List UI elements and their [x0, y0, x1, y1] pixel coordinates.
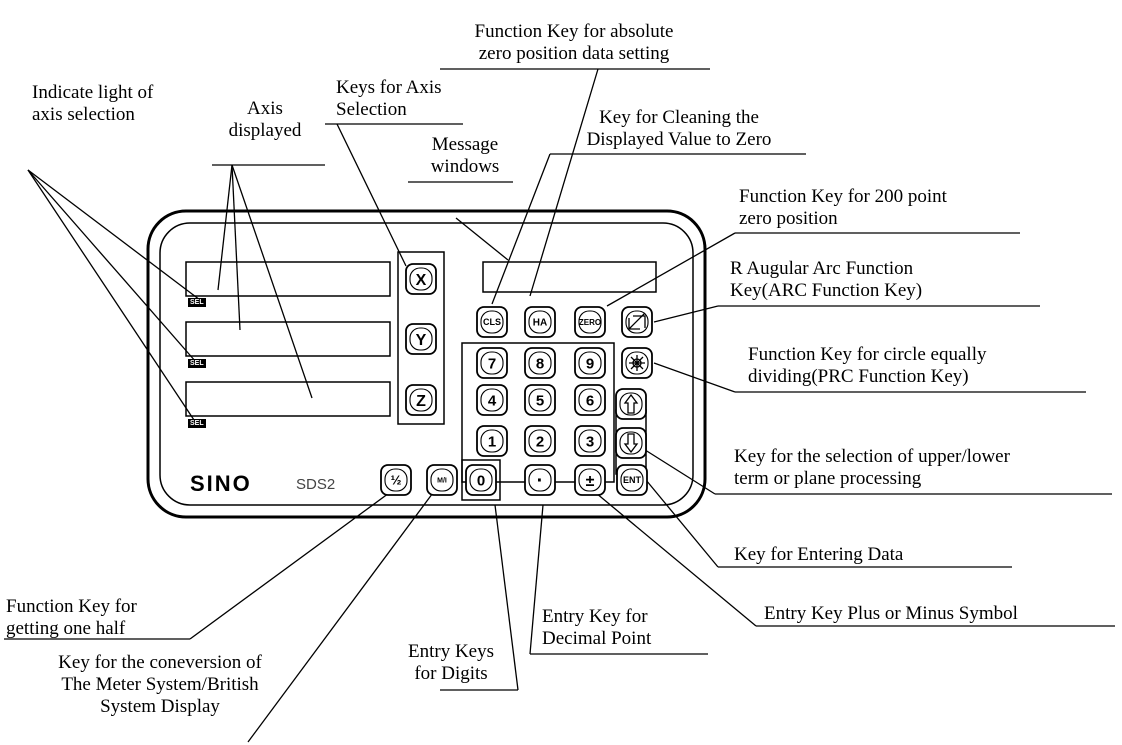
digit-key-5-button[interactable]: 5 — [524, 384, 556, 416]
ha-key-button[interactable]: HA — [524, 306, 556, 338]
sel-indicator-x: SEL — [188, 298, 206, 307]
axis-key-y-button[interactable]: Y — [405, 323, 437, 355]
digit-key-4-button[interactable]: 4 — [476, 384, 508, 416]
digit-key-9-label: 9 — [586, 355, 594, 372]
half-key-button[interactable]: ½ — [380, 464, 412, 496]
axis-display-y — [185, 321, 391, 357]
arrow-up-key-icon — [623, 393, 639, 414]
decimal-key-label: · — [537, 470, 544, 492]
digit-key-0-label: 0 — [477, 472, 485, 489]
message-window — [482, 261, 657, 293]
cls-key-button[interactable]: CLS — [476, 306, 508, 338]
digit-key-6-label: 6 — [586, 392, 594, 409]
prc-key-button[interactable] — [621, 347, 653, 379]
label-entering: Key for Entering Data — [734, 544, 904, 565]
digit-key-3-label: 3 — [586, 433, 594, 450]
leader-lines — [4, 68, 1115, 743]
arc-key-icon — [628, 312, 646, 330]
axis-key-z-button[interactable]: Z — [405, 384, 437, 416]
brand-logo: SINO — [190, 471, 252, 496]
axis-key-x-button[interactable]: X — [405, 263, 437, 295]
plus-minus-key-button[interactable]: ± — [574, 464, 606, 496]
digit-key-2-button[interactable]: 2 — [524, 425, 556, 457]
arrow-down-key-icon — [623, 433, 639, 454]
axis-key-z-label: Z — [416, 393, 426, 410]
label-plus-minus: Entry Key Plus or Minus Symbol — [764, 603, 1018, 624]
decimal-key-button[interactable]: · — [524, 464, 556, 496]
sel-indicator-z: SEL — [188, 419, 206, 428]
arrow-down-key-button[interactable] — [615, 427, 647, 459]
digit-key-8-label: 8 — [536, 355, 544, 372]
enter-key-button[interactable]: ENT — [616, 464, 648, 496]
model-number: SDS2 — [296, 476, 336, 493]
digit-key-5-label: 5 — [536, 392, 544, 409]
digit-key-2-label: 2 — [536, 433, 544, 450]
digit-key-0-button[interactable]: 0 — [465, 464, 497, 496]
arc-key-button[interactable] — [621, 306, 653, 338]
plus-minus-key-label: ± — [586, 473, 595, 490]
unit-conversion-key-label: M/I — [437, 478, 447, 485]
prc-key-icon — [629, 355, 645, 371]
digit-key-frame-bottom — [461, 459, 501, 501]
sel-indicator-y: SEL — [188, 359, 206, 368]
digit-key-6-button[interactable]: 6 — [574, 384, 606, 416]
panel-outer-border — [146, 209, 707, 519]
digit-key-8-button[interactable]: 8 — [524, 347, 556, 379]
digit-key-4-label: 4 — [488, 392, 497, 409]
enter-key-label: ENT — [623, 475, 642, 485]
ha-key-label: HA — [533, 318, 547, 329]
axis-key-frame — [397, 251, 445, 425]
cls-key-label: CLS — [483, 317, 501, 327]
arrow-up-key-button[interactable] — [615, 388, 647, 420]
unit-conversion-key-button[interactable]: M/I — [426, 464, 458, 496]
zero-key-label: ZERO — [579, 318, 601, 327]
digit-key-9-button[interactable]: 9 — [574, 347, 606, 379]
digit-key-1-label: 1 — [488, 433, 496, 450]
zero-key-button[interactable]: ZERO — [574, 306, 606, 338]
panel-inner-border — [159, 222, 694, 506]
axis-key-x-label: X — [416, 272, 427, 289]
axis-key-y-label: Y — [416, 332, 427, 349]
digit-key-7-label: 7 — [488, 355, 496, 372]
half-key-label: ½ — [391, 473, 402, 488]
digit-key-3-button[interactable]: 3 — [574, 425, 606, 457]
digit-key-1-button[interactable]: 1 — [476, 425, 508, 457]
digit-key-7-button[interactable]: 7 — [476, 347, 508, 379]
axis-display-z — [185, 381, 391, 417]
axis-display-x — [185, 261, 391, 297]
